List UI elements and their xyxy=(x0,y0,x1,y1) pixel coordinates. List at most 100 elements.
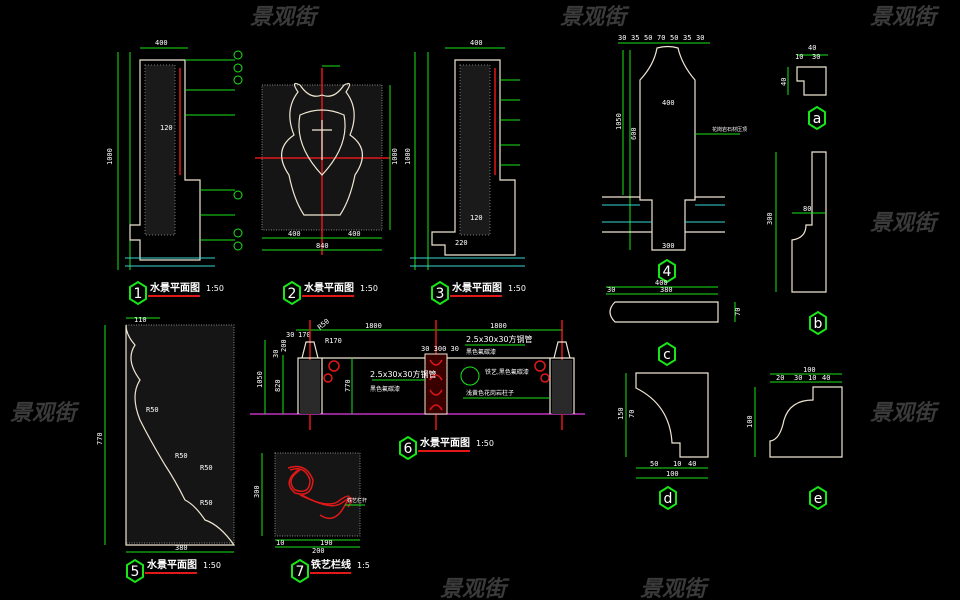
watermark: 景观街 xyxy=(870,5,940,30)
dimension-label: 1000 xyxy=(404,148,412,165)
cad-line xyxy=(289,468,350,520)
cad-line xyxy=(233,50,243,60)
dimension-label: 1:50 xyxy=(203,561,221,570)
cad-line xyxy=(129,280,147,306)
cad-line xyxy=(126,558,144,584)
cad-line xyxy=(431,280,449,306)
cad-line xyxy=(274,452,361,537)
dimension-label: 35 xyxy=(683,34,691,42)
cad-line xyxy=(283,280,301,306)
dimension-label: 150 xyxy=(617,407,625,420)
cad-line xyxy=(796,66,827,96)
dimension-label: 30 xyxy=(618,34,626,42)
cad-line xyxy=(534,360,546,372)
dimension-label: 770 xyxy=(96,432,104,445)
dimension-label: 水景平面图 xyxy=(149,281,200,294)
dimension-label: 1:5 xyxy=(357,561,370,570)
dimension-label: 300 xyxy=(766,212,774,225)
dimension-label: 10 xyxy=(673,460,681,468)
dimension-label: 10 xyxy=(795,53,803,61)
cad-line xyxy=(233,228,243,238)
watermark: 景观街 xyxy=(10,401,80,426)
dimension-label: 100 xyxy=(666,470,679,478)
dimension-label: 200 xyxy=(280,339,288,352)
dimension-label: 600 xyxy=(630,127,638,140)
dimension-label: 100 xyxy=(803,366,816,374)
dimension-label: d xyxy=(664,491,673,507)
cad-line xyxy=(281,82,363,216)
detail-6-elevation: 1800 1800 30 170 R50 R170 1050 820 770 3… xyxy=(250,317,585,430)
cad-line xyxy=(233,241,243,251)
dimension-label: 300 xyxy=(253,485,261,498)
watermark: 景观街 xyxy=(870,401,940,426)
dimension-label: 380 xyxy=(660,286,673,294)
dimension-label: 35 xyxy=(631,34,639,42)
dimension-label: 1:50 xyxy=(476,439,494,448)
dimension-label: 铁艺栏杆 xyxy=(347,497,367,504)
dimension-label: 70 xyxy=(657,34,665,42)
dimension-label: 30 xyxy=(696,34,704,42)
detail-e-profile: 100 20 30 10 40 100 e xyxy=(746,366,843,511)
detail-7-label: 7 铁艺栏线 1:5 xyxy=(291,558,370,584)
watermark: 景观街 xyxy=(440,577,510,600)
dimension-label: 40 xyxy=(780,78,788,86)
dimension-label: 40 xyxy=(688,460,696,468)
dimension-label: 120 xyxy=(160,124,173,132)
cad-line xyxy=(328,360,340,372)
dimension-label: 400 xyxy=(470,39,483,47)
cad-line xyxy=(233,63,243,73)
cad-line xyxy=(298,109,346,176)
cad-line xyxy=(291,558,309,584)
dimension-label: R50 xyxy=(200,499,213,507)
cad-line xyxy=(431,59,516,256)
dimension-label: 1:50 xyxy=(206,284,224,293)
cad-line xyxy=(312,120,332,160)
dimension-label: 10 xyxy=(808,374,816,382)
detail-7-iron-scroll: 300 10 190 200 铁艺栏杆 xyxy=(253,452,367,555)
cad-line xyxy=(459,64,491,236)
cad-line xyxy=(233,75,243,85)
dimension-label: R50 xyxy=(146,406,159,414)
cad-line xyxy=(125,324,235,544)
cad-line xyxy=(658,258,676,284)
cad-line xyxy=(460,366,480,386)
dimension-label: 30 xyxy=(812,53,820,61)
dimension-label: a xyxy=(813,111,822,127)
dimension-label: 30 300 30 xyxy=(421,345,459,353)
dimension-label: 10 xyxy=(276,539,284,547)
dimension-label: b xyxy=(814,316,823,332)
dimension-label: 黑色氟碳漆 xyxy=(466,348,496,356)
dimension-label: R50 xyxy=(316,317,331,331)
cad-line xyxy=(659,485,677,511)
dimension-label: 4 xyxy=(663,264,672,280)
dimension-label: 7 xyxy=(296,564,305,580)
dimension-label: 30 xyxy=(794,374,802,382)
detail-d-profile: 150 70 50 10 40 100 d xyxy=(617,372,709,511)
dimension-label: 40 xyxy=(808,44,816,52)
dimension-label: 50 xyxy=(650,460,658,468)
detail-6-label: 6 水景平面图 1:50 xyxy=(399,435,494,461)
dimension-label: 3 xyxy=(436,286,445,302)
cad-line xyxy=(639,45,696,251)
dimension-label: 50 xyxy=(670,34,678,42)
cad-line xyxy=(410,257,525,267)
dimension-label: e xyxy=(814,491,823,507)
dimension-label: 1:50 xyxy=(360,284,378,293)
dimension-label: 1800 xyxy=(490,322,507,330)
dimension-label: 50 xyxy=(644,34,652,42)
detail-b-profile: 300 80 b xyxy=(766,151,827,336)
detail-5-profile: 110 770 380 R50 R50 R50 R50 xyxy=(96,316,236,553)
dimension-label: 水景平面图 xyxy=(451,281,502,294)
dimension-label: 120 xyxy=(470,214,483,222)
dimension-label: 1050 xyxy=(615,113,623,130)
detail-c-coping: 400 30 380 70 c xyxy=(606,279,742,367)
detail-4-label: 4 xyxy=(658,258,676,284)
dimension-label: 5 xyxy=(131,564,140,580)
cad-line xyxy=(144,64,176,236)
watermark: 景观街 xyxy=(870,211,940,236)
cad-line xyxy=(125,324,236,546)
dimension-label: 400 xyxy=(655,279,668,287)
